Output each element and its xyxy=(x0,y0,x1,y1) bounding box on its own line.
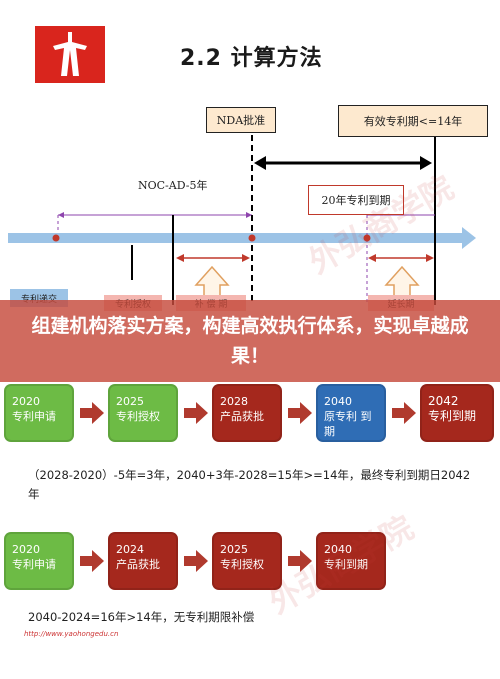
row2-step-2: 2024 产品获批 xyxy=(108,532,178,590)
footer-url: http://www.yaohongedu.cn xyxy=(24,630,119,638)
arrow-right-icon xyxy=(80,402,104,424)
arrow-right-icon xyxy=(288,550,312,572)
step-year: 2040 xyxy=(324,543,352,556)
arrow-right-icon xyxy=(392,402,416,424)
calculation-note-2: 2040-2024=16年>14年，无专利期限补偿 xyxy=(28,610,255,624)
arrow-right-icon xyxy=(184,402,208,424)
nda-approval-label: NDA批准 xyxy=(216,114,266,127)
expire-20yr-label: 20年专利到期 xyxy=(321,194,391,207)
patent-valid-box: 有效专利期<=14年 xyxy=(338,105,488,137)
row2-step-3: 2025 专利授权 xyxy=(212,532,282,590)
step-label: 专利授权 xyxy=(220,558,264,571)
step-year: 2025 xyxy=(220,543,248,556)
patent-valid-label: 有效专利期<=14年 xyxy=(363,115,463,128)
row1-step-2: 2025 专利授权 xyxy=(108,384,178,442)
calculation-note-1: （2028-2020）-5年=3年，2040+3年-2028=15年>=14年，… xyxy=(28,468,471,501)
row2-step-4: 2040 专利到期 xyxy=(316,532,386,590)
page-title: 2.2 计算方法 xyxy=(180,46,323,71)
arrow-right-icon xyxy=(184,550,208,572)
row1-step-4: 2040 原专利 到期 xyxy=(316,384,386,442)
expire-20yr-box: 20年专利到期 xyxy=(308,185,404,215)
patent-apply-label: 专利递交 xyxy=(21,292,57,305)
banner-text: 组建机构落实方案，构建高效执行体系，实现卓越成果！ xyxy=(31,315,469,367)
row1-step-1: 2020 专利申请 xyxy=(4,384,74,442)
row2-step-1: 2020 专利申请 xyxy=(4,532,74,590)
process-row-2: 2020 专利申请 2024 产品获批 2025 专利授权 2040 专利到期 xyxy=(0,532,500,596)
step-year: 2025 xyxy=(116,395,144,408)
patent-timeline-diagram: NDA批准 有效专利期<=14年 NOC-AD-5年 20年专利到期 专利递交 … xyxy=(0,95,500,315)
arrow-right-icon xyxy=(80,550,104,572)
row1-step-5: 2042 专利到期 xyxy=(420,384,494,442)
step-year: 2020 xyxy=(12,395,40,408)
nda-approval-box: NDA批准 xyxy=(206,107,276,133)
step-label: 产品获批 xyxy=(116,558,160,571)
row1-step-3: 2028 产品获批 xyxy=(212,384,282,442)
step-year: 2040 xyxy=(324,395,352,408)
step-label: 专利申请 xyxy=(12,410,56,423)
step-year: 2028 xyxy=(220,395,248,408)
brand-logo xyxy=(35,26,105,83)
step-year: 2042 xyxy=(428,394,459,408)
step-label: 原专利 到期 xyxy=(324,410,372,438)
noc-label: NOC-AD-5年 xyxy=(138,179,208,192)
promo-banner: 组建机构落实方案，构建高效执行体系，实现卓越成果！ xyxy=(0,300,500,382)
step-year: 2024 xyxy=(116,543,144,556)
step-label: 专利授权 xyxy=(116,410,160,423)
step-label: 专利到期 xyxy=(324,558,368,571)
step-label: 产品获批 xyxy=(220,410,264,423)
step-year: 2020 xyxy=(12,543,40,556)
process-row-1: 2020 专利申请 2025 专利授权 2028 产品获批 2040 原专利 到… xyxy=(0,384,500,448)
step-label: 专利到期 xyxy=(428,409,477,423)
arrow-right-icon xyxy=(288,402,312,424)
step-label: 专利申请 xyxy=(12,558,56,571)
